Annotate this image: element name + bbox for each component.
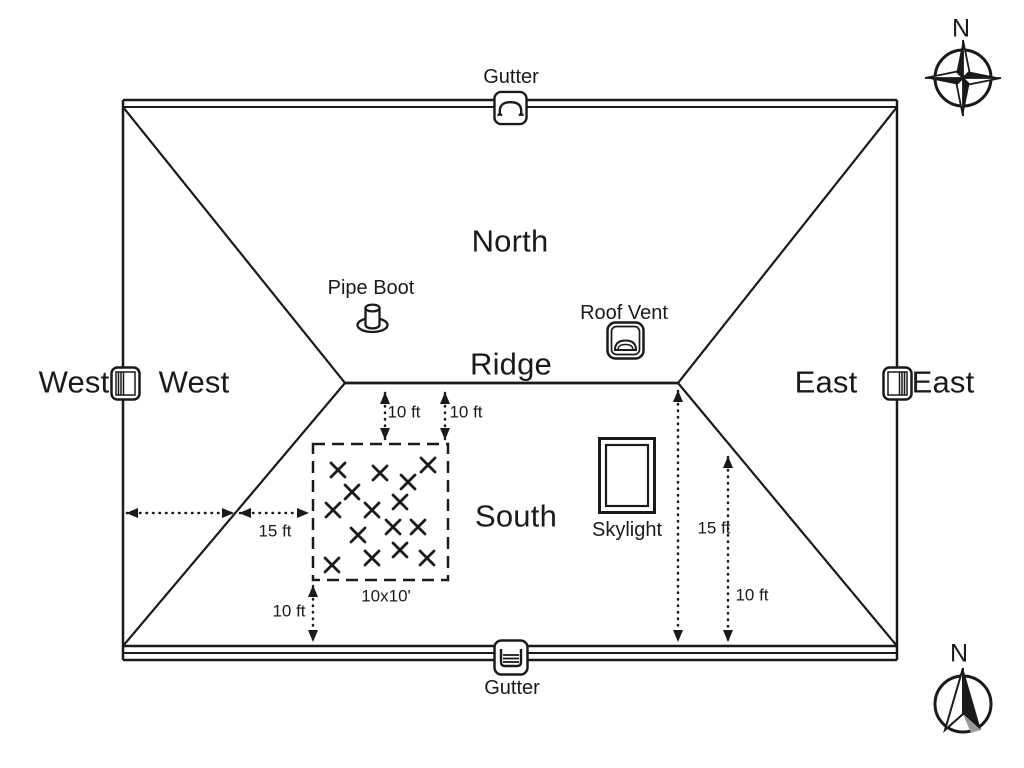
west-outside-label: West: [38, 364, 110, 400]
compass-north-top-label: N: [951, 14, 971, 43]
skylight-icon: [598, 437, 656, 519]
dim-ridge-right-label: 10 ft: [449, 402, 483, 422]
compass-north-bottom-label: N: [949, 639, 969, 668]
west-downspout-icon: [110, 366, 141, 406]
dimension-arrows: [125, 389, 733, 643]
ridge-label: Ridge: [470, 346, 552, 382]
east-downspout-icon: [882, 366, 913, 406]
east-outside-label: East: [911, 364, 975, 400]
skylight-label: Skylight: [591, 519, 663, 541]
compass-rose-icon: [923, 38, 1003, 123]
dim-damage-bottom-label: 10 ft: [272, 601, 306, 621]
dim-ridge-left-label: 10 ft: [387, 402, 421, 422]
east-face-label: East: [794, 364, 858, 400]
west-face-label: West: [158, 364, 230, 400]
gutter-bottom-label: Gutter: [484, 677, 540, 699]
dim-hip-eave-label: 10 ft: [735, 585, 769, 605]
damage-x-marks: [323, 456, 437, 574]
damage-size-label: 10x10': [361, 586, 411, 606]
roof-vent-label: Roof Vent: [580, 302, 668, 324]
north-arrow-icon: [923, 662, 1003, 747]
south-face-label: South: [474, 498, 558, 534]
roof-vent-icon: [606, 321, 645, 365]
north-face-label: North: [471, 223, 549, 259]
dim-ridge-eave-label: 15 ft: [697, 518, 731, 538]
hip-lines: [122, 106, 898, 647]
gutter-top-icon: [493, 90, 528, 131]
gutter-bottom-icon: [493, 639, 529, 681]
pipe-boot-label: Pipe Boot: [327, 277, 415, 299]
gutter-top-label: Gutter: [483, 66, 539, 88]
dim-west-eave-label: 15 ft: [258, 521, 292, 541]
pipe-boot-icon: [354, 299, 391, 340]
damage-area-box: [311, 442, 450, 582]
